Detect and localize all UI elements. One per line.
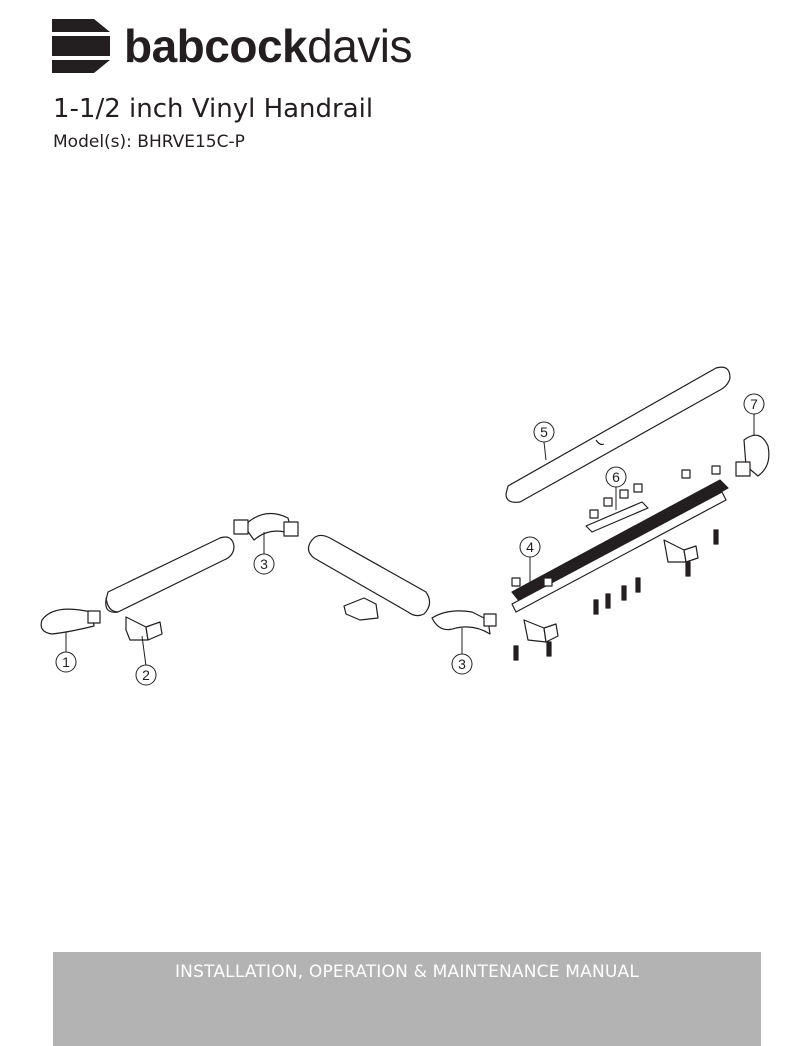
- callout-2: 2: [135, 635, 157, 686]
- svg-text:1: 1: [62, 654, 70, 670]
- callout-5: 5: [533, 421, 555, 461]
- callout-4: 4: [519, 536, 541, 590]
- babcock-davis-logo-mark-icon: [52, 19, 110, 73]
- part-screws: [513, 529, 719, 661]
- callout-6: 6: [605, 466, 627, 510]
- exploded-parts-diagram: 1 2 3 3 4 5 6: [40, 366, 770, 686]
- svg-text:6: 6: [612, 469, 620, 485]
- part-splice-plate: [585, 501, 649, 533]
- manual-type-label: INSTALLATION, OPERATION & MAINTENANCE MA…: [174, 962, 640, 982]
- callout-3-lower: 3: [451, 628, 473, 675]
- part-core-rail: [511, 479, 729, 613]
- svg-text:3: 3: [260, 556, 268, 572]
- callout-7: 7: [743, 393, 765, 436]
- brand-wordmark: babcockdavis: [124, 18, 413, 74]
- svg-text:4: 4: [526, 539, 534, 555]
- part-nuts: [511, 465, 721, 587]
- model-number: Model(s): BHRVE15C-P: [53, 132, 245, 152]
- svg-text:2: 2: [142, 667, 150, 683]
- part-wall-bracket-left: [125, 616, 163, 641]
- document-title: 1-1/2 inch Vinyl Handrail: [53, 94, 374, 124]
- part-end-cap-right: [735, 434, 770, 477]
- part-elbow-lower: [431, 610, 497, 635]
- brand-wordmark-light: davis: [307, 20, 413, 72]
- part-rail-tube-middle: [307, 534, 431, 617]
- part-wall-bracket-right-lower: [523, 619, 559, 643]
- brand-wordmark-bold: babcock: [124, 20, 308, 72]
- svg-text:3: 3: [458, 656, 466, 672]
- part-rail-tube-left: [105, 536, 235, 613]
- part-elbow-upper: [233, 512, 299, 541]
- footer-banner: INSTALLATION, OPERATION & MAINTENANCE MA…: [53, 952, 761, 1046]
- part-end-cap-left: [40, 608, 101, 635]
- part-wall-bracket-middle: [343, 597, 379, 621]
- callout-3-upper: 3: [253, 532, 275, 575]
- callout-1: 1: [55, 632, 77, 673]
- svg-text:7: 7: [750, 396, 758, 412]
- part-vinyl-cover: [505, 366, 731, 503]
- part-wall-bracket-right-upper: [663, 539, 699, 563]
- brand-logo: babcockdavis: [52, 18, 413, 74]
- svg-text:5: 5: [540, 424, 548, 440]
